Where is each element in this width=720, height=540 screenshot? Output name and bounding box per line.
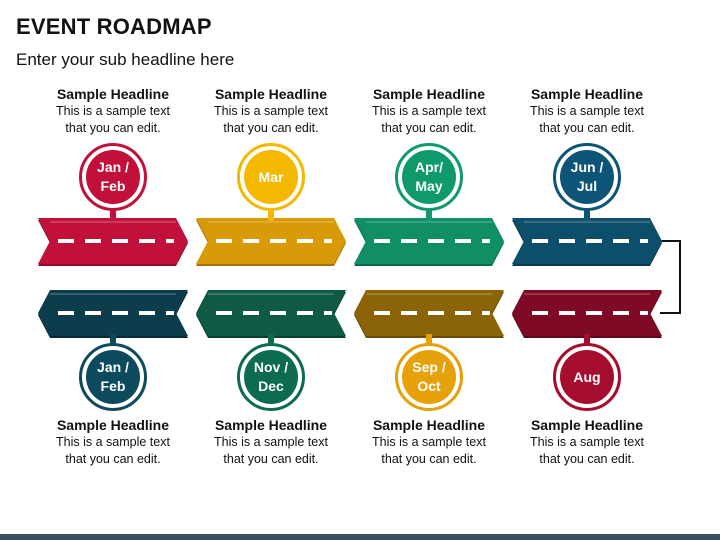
- milestone-period-label: Apr/ May: [402, 150, 456, 204]
- milestone-period-label: Jan / Feb: [86, 350, 140, 404]
- milestone-description: This is a sample text that you can edit.: [372, 104, 486, 135]
- milestone-headline: Sample Headline: [56, 86, 170, 102]
- milestone-period-badge: Mar: [237, 143, 305, 211]
- milestone-headline: Sample Headline: [530, 86, 644, 102]
- milestone-headline: Sample Headline: [372, 86, 486, 102]
- milestone-description: This is a sample text that you can edit.: [56, 104, 170, 135]
- road-segment-3: [354, 218, 504, 266]
- milestone-headline: Sample Headline: [530, 417, 644, 433]
- milestone-period-label: Nov / Dec: [244, 350, 298, 404]
- road-segment-1: [38, 218, 188, 266]
- milestone-description: This is a sample text that you can edit.: [214, 435, 328, 466]
- milestone-period-label: Mar: [244, 150, 298, 204]
- milestone-stem: [584, 209, 590, 221]
- milestone-period-badge: Aug: [553, 343, 621, 411]
- milestone-description: This is a sample text that you can edit.: [56, 435, 170, 466]
- milestone-period-label: Aug: [560, 350, 614, 404]
- road-segment-7: [354, 290, 504, 338]
- road-segment-2: [196, 218, 346, 266]
- milestone-headline: Sample Headline: [214, 417, 328, 433]
- road-segment-5: [38, 290, 188, 338]
- milestone-headline: Sample Headline: [372, 417, 486, 433]
- milestone-period-label: Jan / Feb: [86, 150, 140, 204]
- milestone-period-badge: Jan / Feb: [79, 143, 147, 211]
- page-subtitle: Enter your sub headline here: [16, 50, 235, 69]
- milestone-period-label: Jun / Jul: [560, 150, 614, 204]
- milestone-description: This is a sample text that you can edit.: [530, 435, 644, 466]
- milestone-period-badge: Nov / Dec: [237, 343, 305, 411]
- milestone-description: This is a sample text that you can edit.: [372, 435, 486, 466]
- milestone-period-badge: Sep / Oct: [395, 343, 463, 411]
- road-segment-6: [196, 290, 346, 338]
- milestone-stem: [426, 209, 432, 221]
- milestone-stem: [268, 334, 274, 345]
- milestone-stem: [584, 334, 590, 345]
- road-segment-4: [512, 218, 662, 266]
- milestone-description: This is a sample text that you can edit.: [214, 104, 328, 135]
- road-segment-8: [512, 290, 662, 338]
- milestone-stem: [110, 334, 116, 345]
- milestone-stem: [110, 209, 116, 221]
- milestone-period-label: Sep / Oct: [402, 350, 456, 404]
- milestone-stem: [268, 209, 274, 221]
- milestone-headline: Sample Headline: [214, 86, 328, 102]
- page-title: EVENT ROADMAP: [16, 14, 212, 39]
- milestone-period-badge: Jan / Feb: [79, 343, 147, 411]
- milestone-headline: Sample Headline: [56, 417, 170, 433]
- milestone-stem: [426, 334, 432, 345]
- footer-bar: [0, 534, 720, 540]
- milestone-period-badge: Apr/ May: [395, 143, 463, 211]
- milestone-period-badge: Jun / Jul: [553, 143, 621, 211]
- milestone-description: This is a sample text that you can edit.: [530, 104, 644, 135]
- row-connector: [660, 240, 681, 314]
